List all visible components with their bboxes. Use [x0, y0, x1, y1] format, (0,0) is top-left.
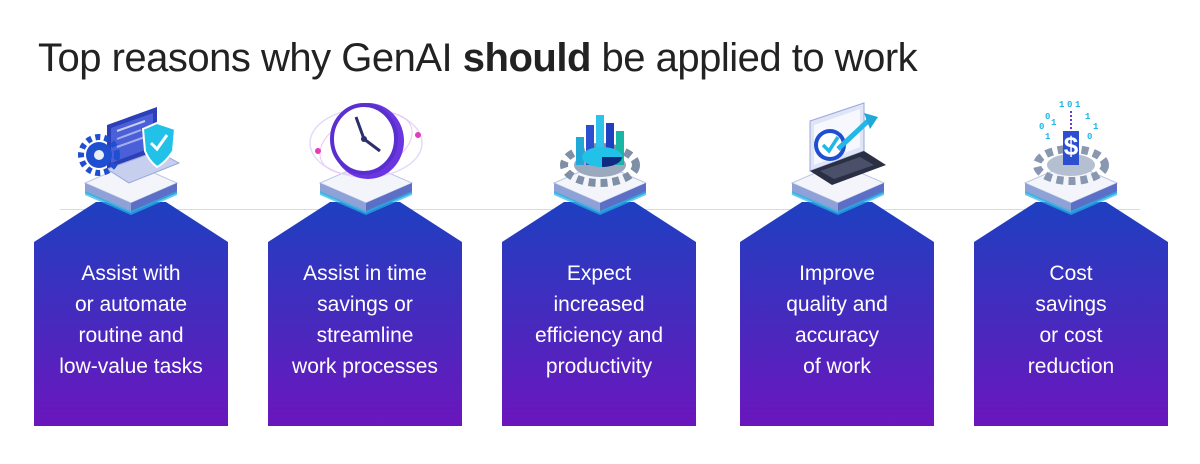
binary-digit: 0 — [1045, 112, 1050, 122]
card-panel — [502, 202, 696, 426]
page-title: Top reasons why GenAI should be applied … — [38, 36, 918, 80]
binary-digit: 0 — [1039, 122, 1044, 132]
dollar-binary-icon: $ 1 0 1 0 1 0 1 1 0 1 — [1001, 95, 1141, 220]
laptop-gear-shield-icon — [61, 95, 201, 220]
binary-digit: 0 — [1087, 132, 1092, 142]
binary-digit: 1 — [1093, 122, 1099, 132]
card-panel — [740, 202, 934, 426]
binary-digit: 1 — [1075, 100, 1081, 110]
binary-digit: 1 — [1085, 112, 1091, 122]
svg-text:$: $ — [1064, 131, 1079, 161]
card-panel — [268, 202, 462, 426]
binary-digit: 1 — [1051, 118, 1057, 128]
card-panel — [34, 202, 228, 426]
binary-digit: 1 — [1045, 132, 1051, 142]
binary-digit: 1 — [1059, 100, 1065, 110]
clock-icon — [296, 95, 436, 220]
gear-chart-icon — [530, 95, 670, 220]
laptop-checkmark-icon — [768, 95, 908, 220]
card-panel — [974, 202, 1168, 426]
binary-digit: 0 — [1067, 100, 1072, 110]
